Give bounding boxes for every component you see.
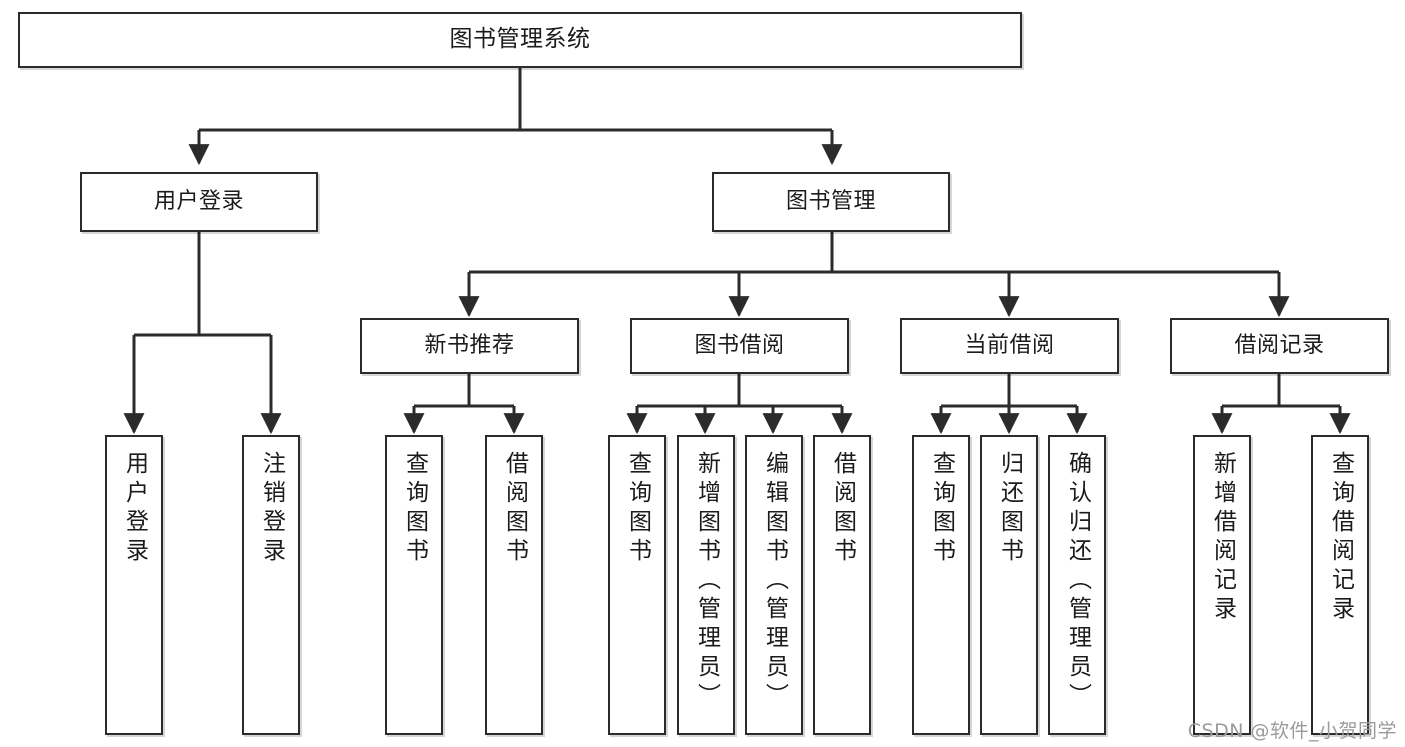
leaf-record-add-record[interactable]: 新增借阅记录 xyxy=(1193,435,1251,735)
leaf-current-confirm-return[interactable]: 确认归还（管理员） xyxy=(1048,435,1106,735)
node-book-management[interactable]: 图书管理 xyxy=(712,172,950,232)
leaf-user-login-login[interactable]: 用户登录 xyxy=(105,435,163,735)
leaf-borrow-add-book[interactable]: 新增图书（管理员） xyxy=(677,435,735,735)
node-label: 借阅图书 xyxy=(829,451,856,567)
leaf-borrow-query-book[interactable]: 查询图书 xyxy=(608,435,666,735)
node-label: 借阅记录 xyxy=(1234,332,1325,358)
node-label: 查询借阅记录 xyxy=(1327,451,1354,625)
leaf-record-query-record[interactable]: 查询借阅记录 xyxy=(1311,435,1369,735)
node-user-login[interactable]: 用户登录 xyxy=(80,172,318,232)
node-label: 用户登录 xyxy=(153,188,244,214)
node-borrow-record[interactable]: 借阅记录 xyxy=(1170,318,1389,374)
leaf-current-query-book[interactable]: 查询图书 xyxy=(912,435,970,735)
node-label: 查询图书 xyxy=(401,451,428,567)
node-label: 新增图书（管理员） xyxy=(693,451,720,712)
leaf-recommend-query-book[interactable]: 查询图书 xyxy=(385,435,443,735)
node-label: 用户登录 xyxy=(121,451,148,567)
node-label: 确认归还（管理员） xyxy=(1064,451,1091,712)
node-new-book-recommend[interactable]: 新书推荐 xyxy=(360,318,579,374)
node-label: 查询图书 xyxy=(928,451,955,567)
node-label: 新书推荐 xyxy=(424,332,515,358)
node-label: 借阅图书 xyxy=(501,451,528,567)
leaf-borrow-borrow-book[interactable]: 借阅图书 xyxy=(813,435,871,735)
node-label: 编辑图书（管理员） xyxy=(761,451,788,712)
node-book-borrow[interactable]: 图书借阅 xyxy=(630,318,849,374)
node-root-system[interactable]: 图书管理系统 xyxy=(18,12,1022,68)
node-label: 当前借阅 xyxy=(964,332,1055,358)
leaf-current-return-book[interactable]: 归还图书 xyxy=(980,435,1038,735)
node-label: 归还图书 xyxy=(996,451,1023,567)
node-label: 图书管理系统 xyxy=(449,26,591,53)
leaf-user-login-logout[interactable]: 注销登录 xyxy=(242,435,300,735)
node-label: 图书借阅 xyxy=(694,332,785,358)
leaf-recommend-borrow-book[interactable]: 借阅图书 xyxy=(485,435,543,735)
watermark-text: CSDN @软件_小贺同学 xyxy=(1187,720,1397,742)
node-label: 新增借阅记录 xyxy=(1209,451,1236,625)
node-label: 查询图书 xyxy=(624,451,651,567)
node-label: 图书管理 xyxy=(785,188,876,214)
node-current-borrow[interactable]: 当前借阅 xyxy=(900,318,1119,374)
leaf-borrow-edit-book[interactable]: 编辑图书（管理员） xyxy=(745,435,803,735)
node-label: 注销登录 xyxy=(258,451,285,567)
